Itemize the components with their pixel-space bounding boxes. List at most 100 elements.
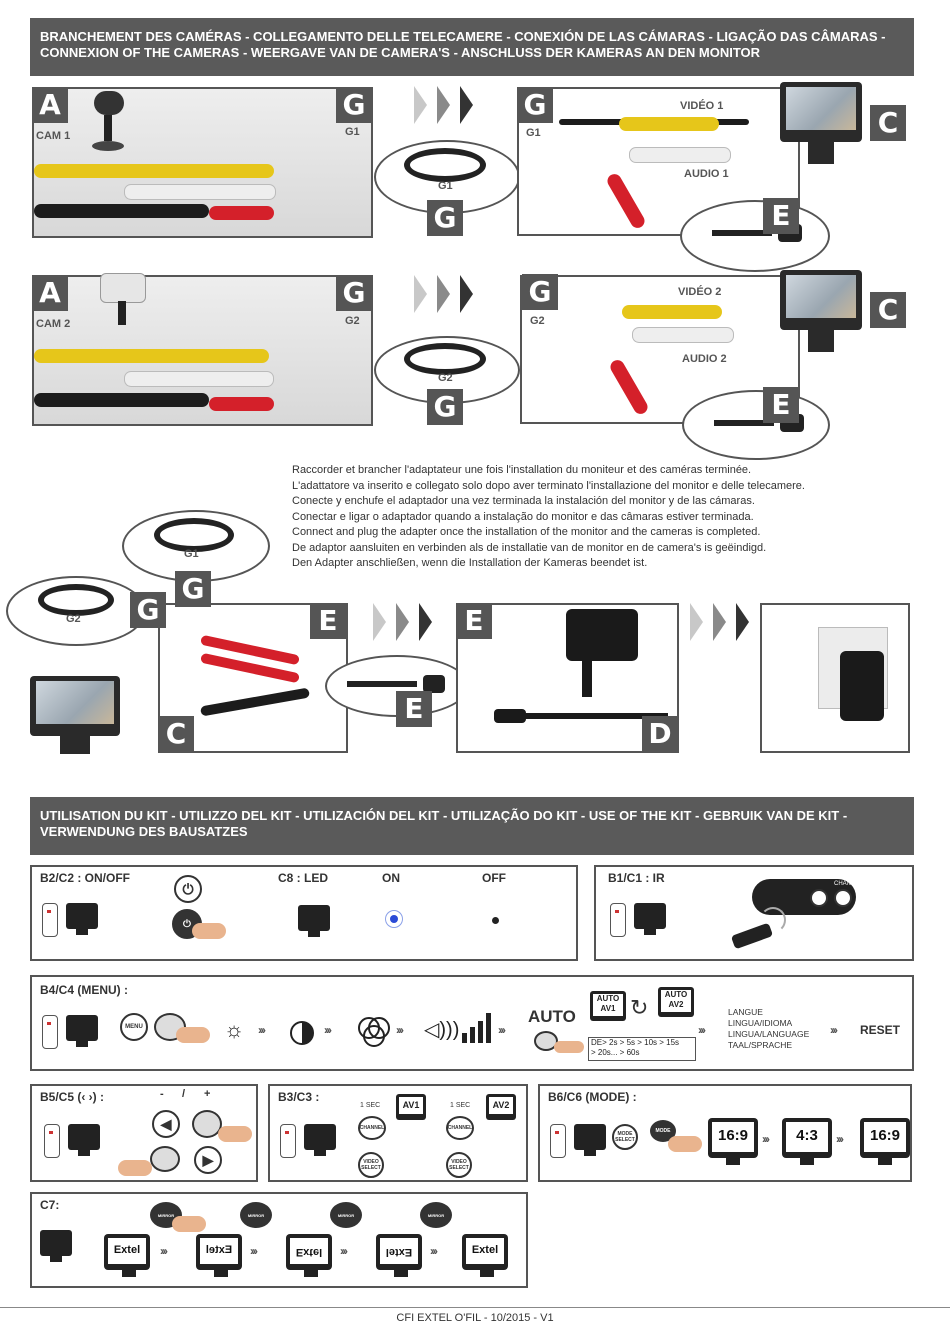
- reset-label: RESET: [860, 1023, 901, 1037]
- row1-coil-label: G1: [438, 180, 453, 192]
- lang-1: LANGUE: [728, 1007, 763, 1017]
- note-de: Den Adapter anschließen, wenn die Instal…: [292, 557, 648, 569]
- cycle-icon: ↻: [630, 995, 649, 1020]
- mini-monitor-icon: [66, 903, 98, 935]
- row1-camera-panel: [32, 87, 373, 238]
- menu-remote-icon: [42, 1015, 58, 1049]
- row3-arrows-1: [373, 603, 442, 646]
- language-list: LANGUE LINGUA/IDIOMA LINGUA/LANGUAGE TAA…: [728, 1007, 809, 1051]
- note-pt: Conectar e ligar o adaptador quando a in…: [292, 510, 754, 523]
- ir-chan-button: [834, 889, 852, 907]
- av1-screen: AV1: [396, 1094, 426, 1120]
- row1-letter-c: C: [870, 105, 906, 141]
- auto-av1-line2: AV1: [600, 1004, 616, 1013]
- ratio-screen-2: 4:3: [782, 1118, 832, 1165]
- row3-coil2-label: G2: [66, 613, 81, 625]
- signal-bars-icon: [462, 1011, 496, 1043]
- menu-monitor-icon: [66, 1015, 98, 1047]
- mirror-screen-3: Extel: [286, 1234, 332, 1277]
- row1-adapter-ellipse: [680, 200, 830, 272]
- ratio-3-label: 16:9: [864, 1122, 906, 1152]
- mirror-box: C7: MIRROR Extel ››› MIRROR Extel ››› MI…: [30, 1192, 528, 1288]
- row3-letter-e2: E: [396, 691, 432, 727]
- row2-g-label: G2: [345, 315, 360, 327]
- row2-letter-c: C: [870, 292, 906, 328]
- mirror-4-label: MIRROR: [427, 1212, 445, 1218]
- video-select-2-label: VIDEO SELECT: [449, 1159, 469, 1171]
- mirror-screen-4-text: Extel: [380, 1238, 418, 1264]
- remote-icon: [42, 903, 58, 937]
- note-it: L'adattatore va inserito e collegato sol…: [292, 479, 805, 492]
- mode-button: MODE: [650, 1120, 676, 1142]
- menu-button-label: MENU: [125, 1024, 143, 1030]
- menu-title: B4/C4 (MENU) :: [40, 983, 129, 997]
- note-nl: De adaptor aansluiten en verbinden als d…: [292, 541, 767, 554]
- led-off-label: OFF: [482, 871, 506, 885]
- connection-header-line1: BRANCHEMENT DES CAMÉRAS - COLLEGAMENTO D…: [40, 29, 886, 44]
- menu-arrow-3: ›››: [396, 1023, 404, 1037]
- mode-label: MODE: [655, 1128, 671, 1134]
- row3-outlet-panel: [760, 603, 910, 753]
- row2-arrows: [414, 275, 483, 318]
- menu-arrow-5: ›››: [698, 1023, 706, 1037]
- video-select-button-1: VIDEO SELECT: [358, 1152, 384, 1178]
- auto-av2-line1: AUTO: [664, 990, 688, 999]
- ir-chan-label: CHAN: [834, 881, 852, 887]
- row2-coil-letter-g: G: [427, 389, 463, 425]
- nav-title: B5/C5 (‹ ›) :: [40, 1090, 104, 1104]
- row2-video-label: VIDÉO 2: [678, 286, 722, 298]
- mirror-2-label: MIRROR: [247, 1212, 265, 1218]
- row1-letter-g: G: [336, 87, 372, 123]
- row2-monitor-image: [780, 270, 862, 330]
- channel-monitor-icon: [304, 1124, 336, 1156]
- brightness-icon: ☼: [224, 1017, 245, 1042]
- mirror-screen-5-text: Extel: [466, 1238, 504, 1264]
- mode-box: B6/C6 (MODE) : MODE SELECT MODE 16:9 ›››…: [538, 1084, 912, 1182]
- mode-select-button: MODE SELECT: [612, 1124, 638, 1150]
- timing-box: DE> 2s > 5s > 10s > 15s > 20s... > 60s: [588, 1037, 696, 1061]
- auto-finger-icon: [554, 1041, 584, 1053]
- ratio-2-label: 4:3: [786, 1122, 828, 1152]
- power-button-icon: ⏻: [172, 909, 202, 939]
- nav-slash: /: [182, 1088, 186, 1100]
- mirror-button-3: MIRROR: [330, 1202, 362, 1228]
- row2-letter-e: E: [763, 387, 799, 423]
- row1-coil-letter-g: G: [427, 200, 463, 236]
- mode-select-label: MODE SELECT: [615, 1131, 635, 1143]
- mirror-arrow-3: ›››: [340, 1244, 348, 1258]
- finger-icon: [192, 923, 226, 939]
- menu-box: B4/C4 (MENU) : MENU ☼ ››› ››› ››› ◁))) ›…: [30, 975, 914, 1071]
- channel-sec1: 1 SEC: [360, 1102, 381, 1109]
- nav-press-button-top: [192, 1110, 222, 1138]
- row3-letter-g-a: G: [175, 571, 211, 607]
- mirror-screen-2: Extel: [196, 1234, 242, 1277]
- video-select-button-2: VIDEO SELECT: [446, 1152, 472, 1178]
- row3-letter-d: D: [642, 716, 678, 752]
- camera-2-image: [100, 273, 146, 333]
- color-icon: [358, 1017, 390, 1047]
- nav-monitor-icon: [68, 1124, 100, 1156]
- row1-cam-label: CAM 1: [36, 130, 71, 142]
- lang-4: TAAL/SPRACHE: [728, 1040, 793, 1050]
- led-on-icon: [390, 915, 398, 923]
- lang-2: LINGUA/IDIOMA: [728, 1018, 793, 1028]
- connection-header-line2: CONNEXION OF THE CAMERAS - WEERGAVE VAN …: [40, 45, 761, 60]
- lang-3: LINGUA/LANGUAGE: [728, 1029, 810, 1039]
- row1-video-label: VIDÉO 1: [680, 100, 724, 112]
- row3-power-panel: [456, 603, 679, 753]
- mirror-3-label: MIRROR: [337, 1212, 355, 1218]
- mirror-button-4: MIRROR: [420, 1202, 452, 1228]
- nav-plus: +: [204, 1088, 211, 1100]
- auto-av2-line2: AV2: [668, 1000, 684, 1009]
- mirror-button-2: MIRROR: [240, 1202, 272, 1228]
- camera-1-image: [92, 91, 126, 157]
- led-monitor-icon: [298, 905, 330, 937]
- nav-finger-top: [218, 1126, 252, 1142]
- adapter-note: Raccorder et brancher l'adaptateur une f…: [292, 463, 805, 572]
- nav-minus: -: [160, 1088, 164, 1100]
- mode-monitor-icon: [574, 1124, 606, 1156]
- nav-remote-icon: [44, 1124, 60, 1158]
- row3-letter-g-b: G: [130, 592, 166, 628]
- mirror-screen-5: Extel: [462, 1234, 508, 1277]
- row3-coil1-ellipse: G1: [122, 510, 270, 582]
